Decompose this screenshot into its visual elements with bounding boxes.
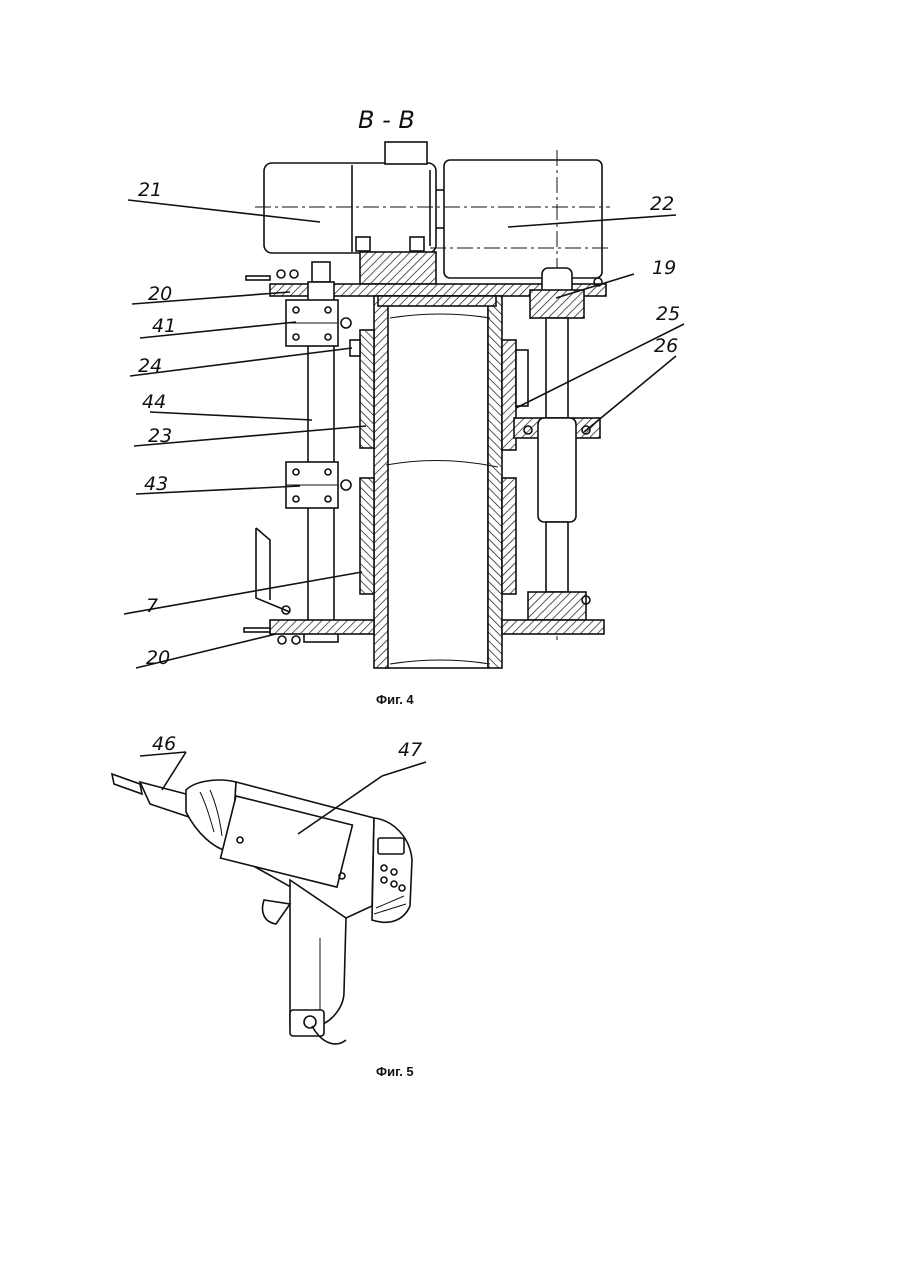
handheld-device [112,774,412,1044]
tube-23 [374,296,502,668]
guide-strip-24 [360,330,374,448]
label-41: 41 [152,315,176,337]
lower-bracket [256,528,290,612]
label-21: 21 [138,179,162,201]
label-44: 44 [142,391,166,413]
figure-5-caption: Фиг. 5 [376,1064,414,1079]
label-20-top: 20 [148,283,172,305]
leader-47-b [382,762,426,776]
left-shaft-44 [286,262,351,642]
label-43: 43 [144,473,168,495]
figure-4: В - В [124,106,684,707]
label-7: 7 [146,595,158,617]
label-23: 23 [148,425,172,447]
right-shaft-19 [514,268,600,620]
figure-4-caption: Фиг. 4 [376,692,414,707]
reducer-22 [436,160,602,278]
lower-plate-right [502,620,604,634]
label-20-bottom: 20 [146,647,170,669]
label-25: 25 [656,303,680,325]
motor-support [360,252,436,284]
lower-plate-20 [270,620,374,634]
label-19: 19 [652,257,676,279]
figure-5: 46 47 Фиг. 5 [112,733,426,1079]
label-47: 47 [398,739,422,761]
label-24: 24 [138,355,162,377]
motor-21 [264,142,436,253]
label-26: 26 [654,335,678,357]
leader-46-b [162,752,186,790]
label-46: 46 [152,733,176,755]
section-title: В - В [358,106,415,134]
guide-strip-7 [360,478,374,594]
label-22: 22 [650,193,674,215]
